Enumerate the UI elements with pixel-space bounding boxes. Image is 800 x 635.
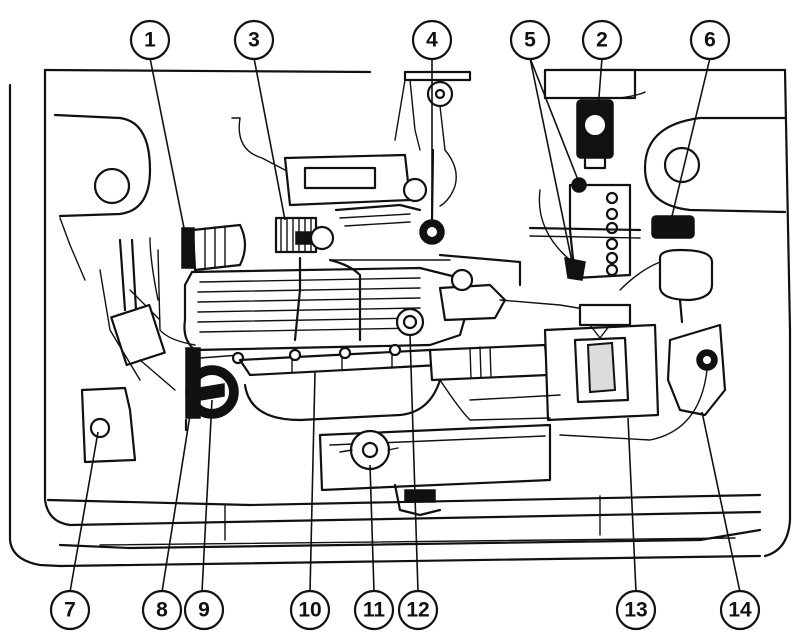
svg-text:1: 1 — [144, 29, 156, 52]
engine-bay-frame — [8, 68, 792, 568]
callout-3: 3 — [233, 19, 275, 61]
wire-harness — [149, 203, 451, 346]
control-unit — [231, 117, 428, 207]
svg-text:4: 4 — [426, 29, 438, 52]
svg-text:14: 14 — [728, 599, 752, 622]
svg-text:10: 10 — [298, 599, 321, 622]
firewall-bracket — [394, 70, 472, 151]
svg-text:2: 2 — [596, 29, 608, 52]
callout-6: 6 — [689, 19, 731, 61]
callout-11: 11 — [353, 589, 395, 631]
washer-reservoir — [619, 215, 714, 324]
oil-filler-cap — [395, 307, 425, 337]
callout-5: 5 — [509, 19, 551, 61]
radiator — [318, 379, 561, 517]
svg-text:9: 9 — [198, 599, 210, 622]
svg-text:3: 3 — [248, 29, 260, 52]
valve-cover — [183, 253, 591, 352]
callout-8: 8 — [141, 589, 183, 631]
svg-text:11: 11 — [363, 599, 386, 622]
svg-text:5: 5 — [524, 29, 536, 52]
battery-bracket — [559, 323, 727, 441]
callout-4: 4 — [411, 19, 453, 61]
left-strut-tower — [53, 113, 161, 321]
svg-text:13: 13 — [624, 599, 647, 622]
air-cleaner-box — [543, 303, 660, 422]
relay-block — [528, 177, 642, 281]
right-strut-tower — [643, 116, 787, 214]
svg-text:12: 12 — [406, 599, 429, 622]
callout-14: 14 — [719, 589, 761, 631]
alternator — [181, 223, 247, 272]
callout-9: 9 — [183, 589, 225, 631]
air-intake-duct — [428, 343, 550, 382]
left-mount-bracket — [80, 386, 137, 464]
svg-text:8: 8 — [156, 599, 168, 622]
distributor — [184, 347, 245, 432]
svg-text:7: 7 — [64, 599, 76, 622]
brake-fluid-reservoir — [543, 68, 646, 170]
callout-12: 12 — [397, 589, 439, 631]
ignition-leads — [99, 238, 176, 391]
callout-7: 7 — [49, 589, 91, 631]
callout-13: 13 — [615, 589, 657, 631]
callout-10: 10 — [289, 589, 331, 631]
svg-text:6: 6 — [704, 29, 716, 52]
callout-2: 2 — [581, 19, 623, 61]
leader-lines — [69, 57, 741, 593]
callout-1: 1 — [129, 19, 171, 61]
multi-connector — [274, 216, 335, 254]
oil-dipstick — [419, 148, 457, 245]
